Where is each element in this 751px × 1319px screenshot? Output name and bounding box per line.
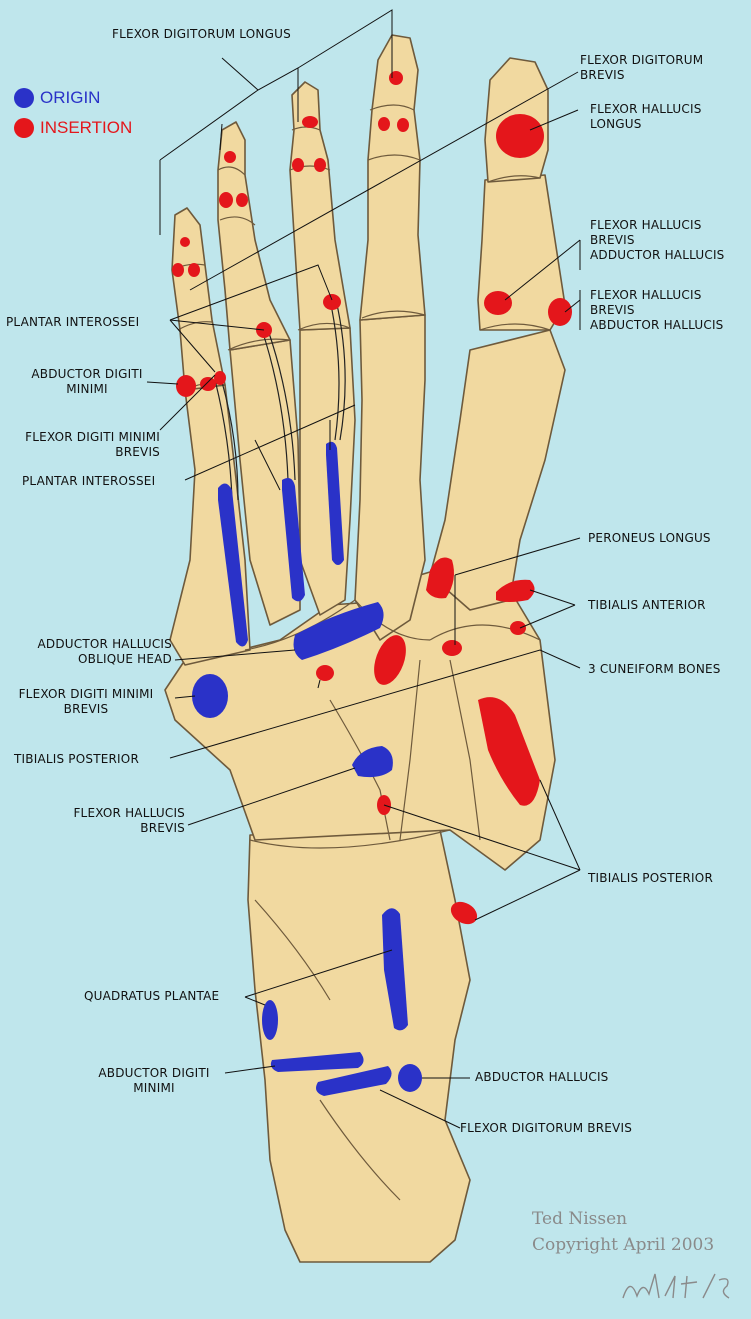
origin-swatch-icon xyxy=(14,88,34,108)
legend-origin: ORIGIN xyxy=(14,88,100,108)
label-abductor-hallucis-bottom: ABDUCTOR HALLUCIS xyxy=(475,1070,609,1085)
insertion-flexor-hallucis-longus xyxy=(496,114,544,158)
credit-author: Ted Nissen xyxy=(532,1208,627,1230)
label-flexor-digiti-minimi-brevis-top: FLEXOR DIGITI MINIMI BREVIS xyxy=(0,430,160,460)
legend-origin-label: ORIGIN xyxy=(40,88,100,108)
origin-quadratus-plantae-lateral xyxy=(262,1000,278,1040)
insertion-plantar-interossei-3 xyxy=(323,294,341,310)
insertion-fdl-second-toe xyxy=(389,71,403,85)
calcaneus-bone xyxy=(248,830,470,1262)
signature-icon xyxy=(615,1268,740,1308)
label-tibialis-posterior-left: TIBIALIS POSTERIOR xyxy=(14,752,139,767)
label-flexor-digitorum-brevis-top: FLEXOR DIGITORUM BREVIS xyxy=(580,53,703,83)
fifth-toe-phalanges xyxy=(172,208,225,390)
insertion-abductor-digiti-minimi xyxy=(176,375,196,397)
legend-insertion: INSERTION xyxy=(14,118,132,138)
origin-abductor-hallucis xyxy=(398,1064,422,1092)
label-fhb-abductor-hallucis: FLEXOR HALLUCIS BREVIS ABDUCTOR HALLUCIS xyxy=(590,288,724,333)
insertion-fdl-fifth-toe xyxy=(180,237,190,247)
label-abductor-digiti-minimi-top: ABDUCTOR DIGITI MINIMI xyxy=(22,367,152,397)
label-plantar-interossei-top: PLANTAR INTEROSSEI xyxy=(6,315,139,330)
third-toe-phalanges xyxy=(290,82,350,330)
label-peroneus-longus: PERONEUS LONGUS xyxy=(588,531,711,546)
legend-insertion-label: INSERTION xyxy=(40,118,132,138)
second-metatarsal xyxy=(355,315,425,640)
label-flexor-hallucis-longus: FLEXOR HALLUCIS LONGUS xyxy=(590,102,702,132)
label-abductor-digiti-minimi-bottom: ABDUCTOR DIGITI MINIMI xyxy=(84,1066,224,1096)
label-flexor-digitorum-brevis-bottom: FLEXOR DIGITORUM BREVIS xyxy=(460,1121,632,1136)
label-tibialis-posterior-right: TIBIALIS POSTERIOR xyxy=(588,871,713,886)
insertion-fhb-adductor-hallucis xyxy=(484,291,512,315)
origin-flexor-digiti-minimi-brevis xyxy=(192,674,228,718)
insertion-fdl-fourth-toe xyxy=(224,151,236,163)
insertion-swatch-icon xyxy=(14,118,34,138)
label-flexor-digitorum-longus: FLEXOR DIGITORUM LONGUS xyxy=(112,27,291,42)
label-fhb-adductor-hallucis: FLEXOR HALLUCIS BREVIS ADDUCTOR HALLUCIS xyxy=(590,218,725,263)
label-flexor-hallucis-brevis-mid: FLEXOR HALLUCIS BREVIS xyxy=(0,806,185,836)
label-plantar-interossei-mid: PLANTAR INTEROSSEI xyxy=(22,474,155,489)
label-adductor-hallucis-oblique: ADDUCTOR HALLUCIS OBLIQUE HEAD xyxy=(0,637,172,667)
label-three-cuneiform-bones: 3 CUNEIFORM BONES xyxy=(588,662,721,677)
credit-copyright: Copyright April 2003 xyxy=(532,1234,714,1256)
insertion-fdl-third-toe xyxy=(302,116,318,128)
label-tibialis-anterior: TIBIALIS ANTERIOR xyxy=(588,598,706,613)
label-flexor-digiti-minimi-brevis-mid: FLEXOR DIGITI MINIMI BREVIS xyxy=(2,687,170,717)
label-quadratus-plantae: QUADRATUS PLANTAE xyxy=(84,989,219,1004)
insertion-fhb-abductor-hallucis xyxy=(548,298,572,326)
